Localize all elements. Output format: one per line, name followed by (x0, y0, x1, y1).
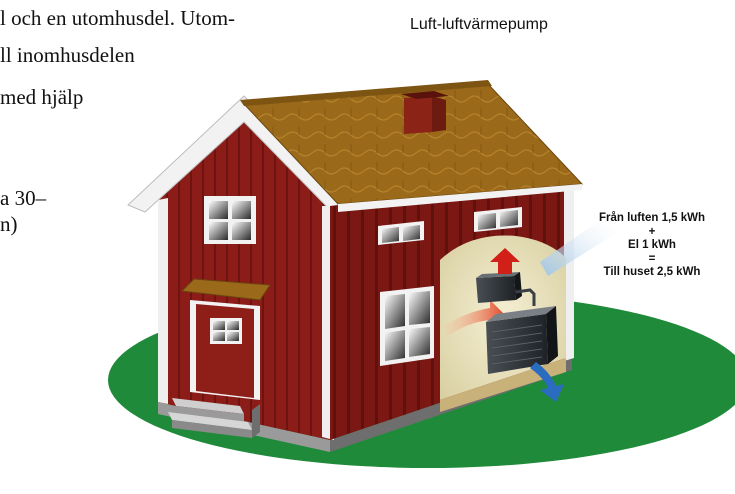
indoor-unit (476, 272, 522, 303)
body-text-line: n) (0, 212, 18, 236)
refrigerant-pipe (515, 288, 536, 306)
heat-output-arrow (490, 248, 520, 274)
interior-floor (440, 358, 566, 412)
chimney-side (432, 96, 446, 132)
cold-exhaust-arrow (530, 362, 564, 402)
front-door (190, 300, 260, 400)
body-text-line: ll inomhusdelen (0, 43, 135, 67)
corner-board-left (158, 198, 168, 404)
diagram-title: Luft-luftvärmepump (410, 16, 548, 33)
gable-window (204, 196, 256, 244)
energy-equals-sign: = (648, 252, 656, 265)
chimney-top (401, 91, 449, 99)
roof-ridge (240, 80, 492, 106)
outdoor-air-inflow (540, 216, 618, 276)
energy-balance: Från luften 1,5 kWh + El 1 kWh = Till hu… (572, 212, 732, 280)
front-steps (168, 398, 260, 438)
chimney-front (404, 96, 432, 134)
body-text-line: l och en utomhusdel. Utom- (0, 6, 236, 30)
body-text-line: med hjälp (0, 85, 84, 109)
energy-plus-sign: + (648, 225, 656, 238)
side-window-large (380, 286, 434, 366)
side-window-small-left (378, 221, 424, 245)
energy-to-house: Till huset 2,5 kWh (603, 266, 701, 278)
energy-electricity: El 1 kWh (628, 239, 676, 251)
outdoor-unit (486, 306, 558, 374)
energy-from-air: Från luften 1,5 kWh (598, 212, 706, 224)
roof-eave (338, 184, 582, 212)
body-text-line: a 30– (0, 186, 47, 210)
side-window-small-right (474, 207, 522, 232)
corner-board-back (564, 178, 574, 361)
door-canopy (180, 278, 271, 301)
warm-air-flow (444, 300, 504, 336)
